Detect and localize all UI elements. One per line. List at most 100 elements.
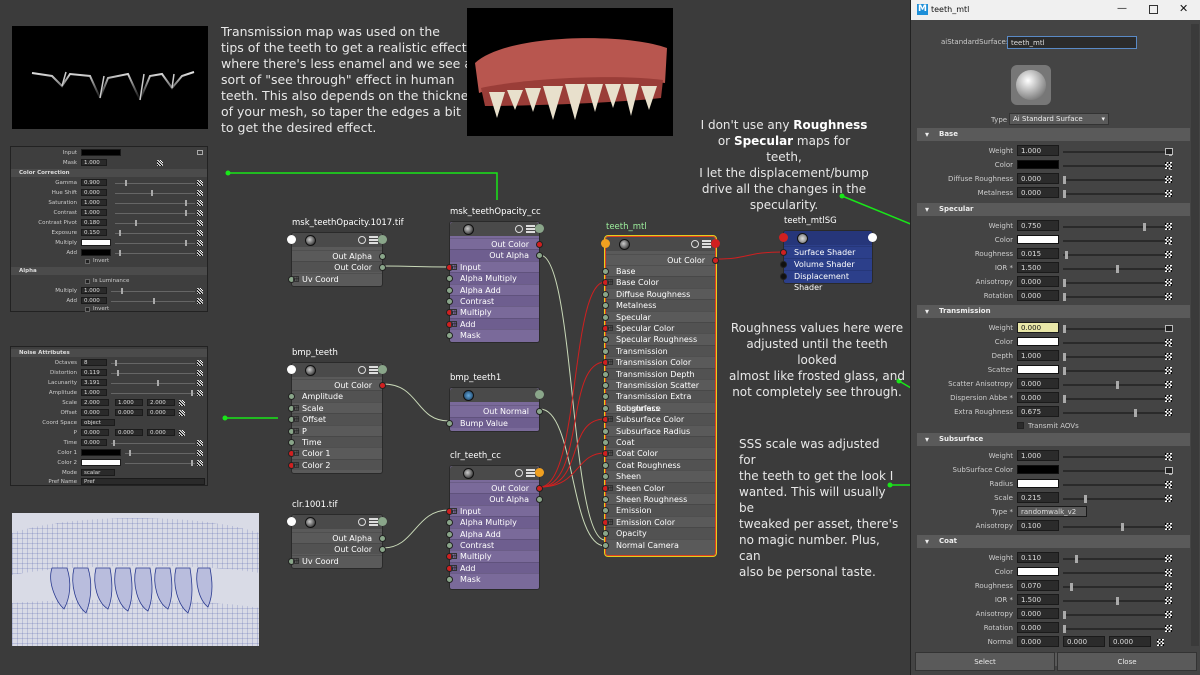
expand-icon[interactable]: + [293, 415, 300, 424]
close-icon[interactable]: ✕ [1179, 2, 1189, 15]
map-icon[interactable] [1165, 523, 1172, 530]
p-map-icon[interactable] [179, 430, 185, 436]
coat-knob[interactable] [1074, 555, 1078, 563]
coat-slider[interactable] [1063, 558, 1173, 560]
node-output-port-icon[interactable] [378, 235, 387, 244]
color1-swatch[interactable] [81, 449, 121, 456]
transmission-slider[interactable] [1063, 412, 1173, 414]
map-icon[interactable] [1165, 453, 1172, 460]
cc-row-map-icon[interactable] [197, 240, 203, 246]
expand-icon[interactable]: + [293, 449, 300, 458]
expand-icon[interactable]: + [293, 403, 300, 412]
expand-icon[interactable]: + [451, 506, 458, 515]
specular-slider[interactable] [1063, 226, 1173, 228]
map-icon[interactable] [1165, 325, 1173, 332]
map-icon[interactable] [1165, 162, 1172, 169]
port-in[interactable]: +Color 1 [288, 447, 382, 458]
port-in[interactable]: Alpha Multiply [446, 272, 539, 284]
p-x-field[interactable]: 0.000 [81, 429, 109, 436]
expand-icon[interactable]: + [607, 358, 614, 367]
node-menu-icon[interactable] [526, 225, 535, 233]
port-in[interactable]: Amplitude [288, 390, 382, 402]
lacunarity-knob[interactable] [157, 380, 159, 386]
specular-slider[interactable] [1063, 296, 1173, 298]
specular-slider[interactable] [1063, 282, 1173, 284]
octaves-map-icon[interactable] [197, 360, 203, 366]
cc-row-field[interactable]: 0.150 [81, 229, 107, 236]
node-output-port-icon[interactable] [535, 390, 544, 399]
transmission-slider[interactable] [1063, 342, 1173, 344]
port-in[interactable]: +Multiply [446, 550, 539, 561]
specular-knob[interactable] [1142, 223, 1146, 231]
node-swatch-icon[interactable] [515, 225, 523, 233]
port-in[interactable]: Coat [602, 436, 715, 448]
transmission-knob[interactable] [1116, 381, 1119, 389]
coat-knob[interactable] [1116, 597, 1119, 605]
port-in[interactable]: Specular [602, 310, 715, 322]
distortion-knob[interactable] [117, 370, 119, 376]
type-dropdown[interactable]: Ai Standard Surface▾ [1009, 113, 1109, 125]
specular-slider[interactable] [1063, 240, 1173, 242]
node-bmp-teeth1[interactable]: bmp_teeth1 Out Normal Bump Value [446, 373, 544, 432]
map-icon[interactable] [1165, 293, 1172, 300]
base-slider[interactable] [1063, 179, 1173, 181]
port-in[interactable]: +Input [446, 260, 539, 272]
transmission-slider[interactable] [1063, 328, 1173, 330]
port-in[interactable]: +Base Color [602, 276, 715, 288]
alpha-add-field[interactable]: 0.000 [81, 297, 107, 304]
cc-row-knob[interactable] [185, 200, 188, 206]
coat-slider[interactable] [1063, 572, 1173, 574]
node-name-field[interactable]: teeth_mtl [1007, 36, 1137, 49]
node-msk-teeth-opacity-file[interactable]: msk_teethOpacity.1017.tif Out Alpha Out … [287, 218, 404, 287]
cc-row-map-icon[interactable] [197, 230, 203, 236]
subsurface-knob[interactable] [1084, 495, 1088, 503]
transmission-knob[interactable] [1063, 395, 1066, 403]
base-field[interactable]: 1.000 [1017, 145, 1059, 156]
subsurface-knob[interactable] [1121, 523, 1125, 531]
color-correction-header[interactable]: Color Correction [11, 169, 207, 177]
distortion-field[interactable]: 0.119 [81, 369, 107, 376]
time-knob[interactable] [113, 440, 115, 446]
expand-icon[interactable]: + [607, 415, 614, 424]
coat-knob[interactable] [1063, 625, 1066, 633]
port-in[interactable]: +Add [446, 317, 539, 330]
node-menu-icon[interactable] [526, 469, 535, 477]
specular-knob[interactable] [1065, 251, 1069, 259]
expand-icon[interactable]: + [293, 426, 300, 435]
node-input-port-icon[interactable] [287, 517, 296, 526]
shader-swatch[interactable] [1011, 65, 1051, 105]
port-out-color[interactable]: Out Color [292, 543, 386, 555]
select-button[interactable]: Select [915, 652, 1055, 671]
node-clr-file[interactable]: clr.1001.tif Out Alpha Out Color +Uv Coo… [287, 500, 387, 569]
cc-row-slider[interactable] [115, 193, 195, 194]
transmission-knob[interactable] [1134, 409, 1138, 417]
port-out[interactable]: Out Color [292, 379, 386, 390]
port-in[interactable]: Alpha Add [446, 527, 539, 539]
map-icon[interactable] [1157, 639, 1164, 646]
base-slider[interactable] [1063, 165, 1173, 167]
alpha-add-map-icon[interactable] [197, 298, 203, 304]
base-slider[interactable] [1063, 193, 1173, 195]
octaves-knob[interactable] [115, 360, 117, 366]
cc-row-field[interactable]: 0.180 [81, 219, 107, 226]
coat-field[interactable]: 1.500 [1017, 594, 1059, 605]
input-color-swatch[interactable] [81, 149, 121, 156]
map-icon[interactable] [1165, 583, 1172, 590]
expand-icon[interactable]: + [451, 563, 458, 572]
cc-row-knob[interactable] [185, 240, 188, 246]
specular-field[interactable]: 0.000 [1017, 276, 1059, 287]
section-coat[interactable]: Coat [917, 535, 1190, 548]
port-in[interactable]: Coat Roughness [602, 458, 715, 471]
specular-slider[interactable] [1063, 254, 1173, 256]
subsurface-slider[interactable] [1063, 526, 1173, 528]
node-output-port-icon[interactable] [378, 365, 387, 374]
map-icon[interactable] [1165, 148, 1173, 155]
cc-row-knob[interactable] [119, 230, 121, 236]
transmission-field[interactable]: 0.000 [1017, 378, 1059, 389]
port-in[interactable]: Mask [446, 329, 539, 340]
port-in[interactable]: Alpha Multiply [446, 516, 539, 528]
transmission-field[interactable]: 0.000 [1017, 392, 1059, 403]
subsurface-dropdown[interactable]: randomwalk_v2 [1017, 506, 1087, 517]
